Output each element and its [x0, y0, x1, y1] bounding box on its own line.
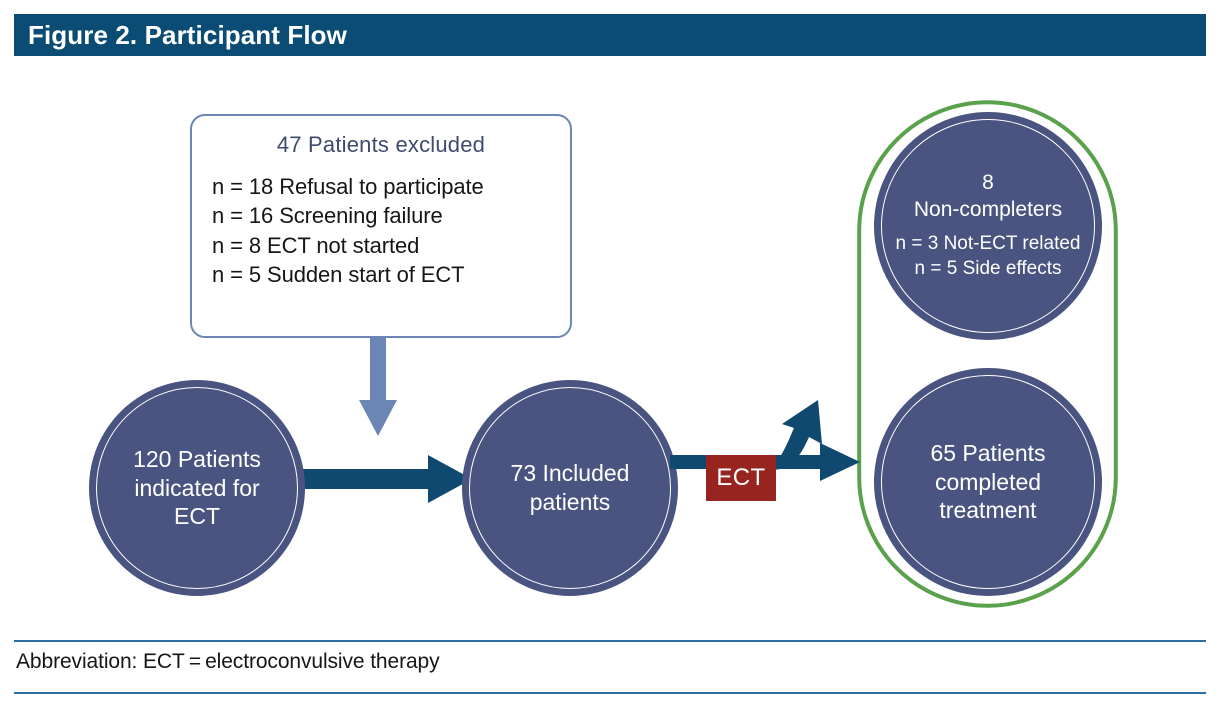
abbreviation-note: Abbreviation: ECT = electroconvulsive th…: [16, 650, 440, 673]
list-item: n = 5 Sudden start of ECT: [212, 261, 465, 287]
node-completed-treatment: 65 Patients completed treatment: [874, 368, 1102, 596]
node-completed-line1: 65 Patients: [930, 439, 1046, 466]
indicated-to-included-arrow: [300, 455, 472, 503]
node-indicated-for-ect: 120 Patients indicated for ECT: [89, 380, 305, 596]
exclusion-box-title: 47 Patients excluded: [276, 132, 486, 157]
page-title: Figure 2. Participant Flow: [28, 19, 347, 50]
exclusion-reason-list: n = 18 Refusal to participate n = 16 Scr…: [212, 172, 570, 289]
node-noncompleters-label: Non-completers: [913, 197, 1063, 221]
list-item: n = 16 Screening failure: [212, 203, 443, 229]
footer-rule-top: [14, 640, 1206, 642]
node-noncompleters-sub1: n = 3 Not-ECT related: [895, 233, 1081, 255]
ect-fork-arrows: [670, 400, 860, 481]
node-noncompleters-sub2: n = 5 Side effects: [914, 257, 1062, 279]
list-item: n = 8 ECT not started: [212, 232, 420, 258]
ect-badge: ECT: [706, 455, 776, 501]
list-item: n = 18 Refusal to participate: [212, 174, 484, 199]
node-included-line2: patients: [529, 489, 611, 515]
node-included-line1: 73 Included: [510, 460, 630, 487]
node-indicated-line1: 120 Patients: [133, 445, 261, 472]
node-included-patients: 73 Included patients: [462, 380, 678, 596]
exclusion-box: 47 Patients excluded n = 18 Refusal to p…: [190, 114, 572, 338]
node-indicated-line3: ECT: [174, 503, 220, 530]
footer-rule-bottom: [14, 692, 1206, 694]
node-non-completers: 8 Non-completers n = 3 Not-ECT related n…: [874, 112, 1102, 340]
exclusion-to-included-arrow: [359, 338, 397, 436]
node-completed-line3: treatment: [939, 497, 1037, 524]
node-completed-line2: completed: [934, 468, 1042, 495]
figure-header-bar: Figure 2. Participant Flow: [14, 14, 1206, 56]
node-indicated-line2: indicated for: [134, 474, 260, 501]
node-noncompleters-count: 8: [982, 171, 994, 195]
